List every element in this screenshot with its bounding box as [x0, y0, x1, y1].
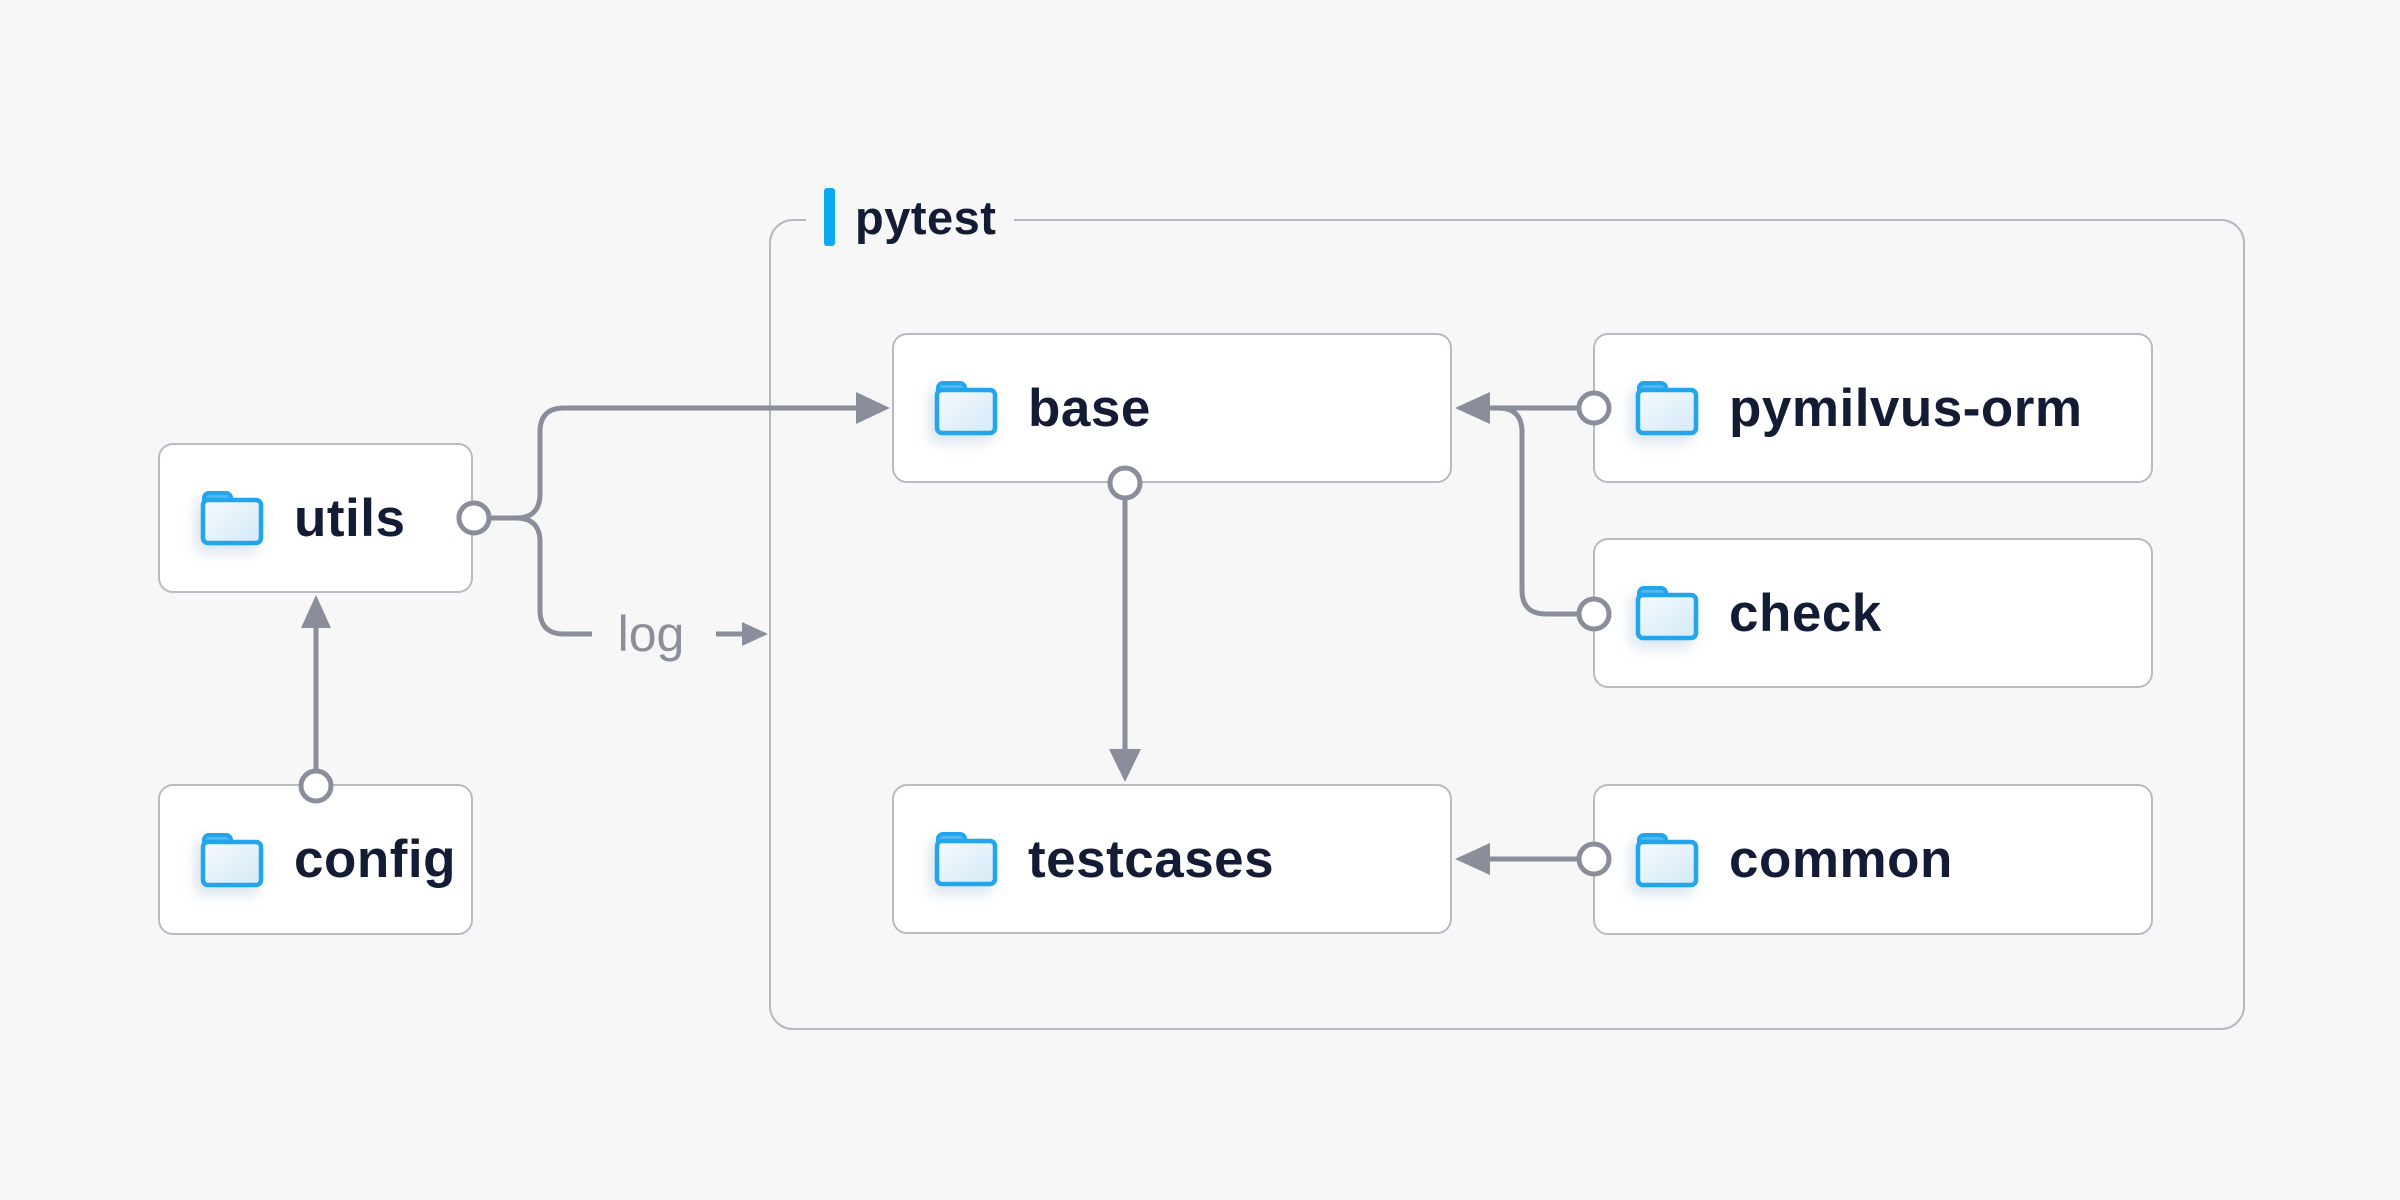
folder-icon	[934, 381, 998, 436]
node-pymilvus-orm: pymilvus-orm	[1593, 333, 2153, 483]
arrowhead-icon	[742, 622, 768, 646]
node-base: base	[892, 333, 1452, 483]
node-label: testcases	[1028, 829, 1275, 889]
log-edge-label: log	[617, 606, 685, 662]
folder-icon	[1635, 586, 1699, 641]
node-label: base	[1028, 378, 1151, 438]
node-label: utils	[294, 488, 406, 548]
node-utils: utils	[158, 443, 473, 593]
folder-icon	[200, 832, 264, 887]
folder-icon	[200, 491, 264, 546]
node-label: config	[294, 830, 456, 889]
node-common: common	[1593, 784, 2153, 935]
folder-icon	[1635, 832, 1699, 887]
node-label: common	[1729, 830, 1953, 889]
edge-utils-log	[515, 515, 592, 637]
pytest-container	[769, 219, 2245, 1030]
node-check: check	[1593, 538, 2153, 688]
node-label: check	[1729, 583, 1882, 643]
folder-icon	[1635, 381, 1699, 436]
node-label: pymilvus-orm	[1729, 378, 2083, 438]
container-title: pytest	[855, 190, 997, 244]
pytest-container-label: pytest	[806, 186, 1015, 248]
arrowhead-icon	[301, 595, 331, 628]
accent-bar	[824, 188, 835, 246]
node-testcases: testcases	[892, 784, 1452, 934]
folder-icon	[934, 832, 998, 887]
node-config: config	[158, 784, 473, 935]
